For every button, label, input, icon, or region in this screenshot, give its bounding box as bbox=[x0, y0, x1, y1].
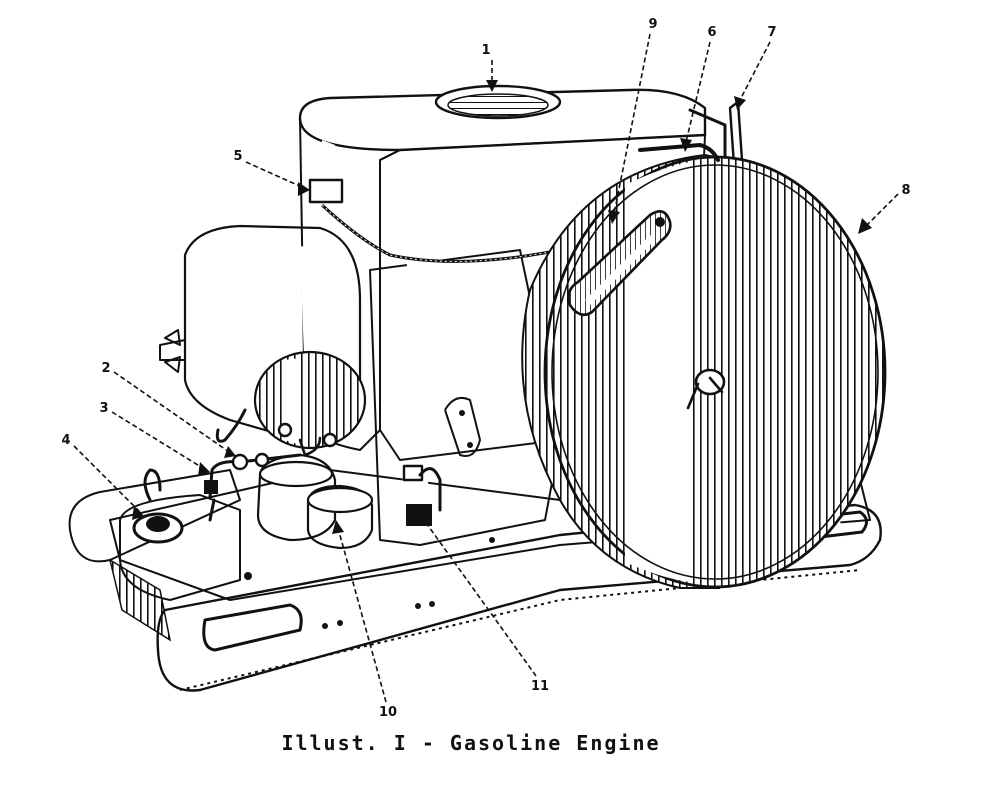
crank-handle bbox=[567, 210, 672, 317]
flywheel-key bbox=[686, 382, 700, 410]
fuel-line bbox=[143, 468, 162, 502]
fuel-cap-inner bbox=[146, 516, 170, 532]
base-left-shadow bbox=[108, 558, 172, 642]
callout-label-3: 3 bbox=[99, 401, 108, 416]
callout-label-4: 4 bbox=[61, 433, 70, 448]
rail-slot-left bbox=[202, 603, 303, 652]
callout-leader-7 bbox=[739, 41, 771, 101]
bolt-hole bbox=[322, 623, 328, 629]
callout-arrow-6 bbox=[680, 138, 692, 152]
magneto-housing bbox=[159, 224, 367, 450]
callout-label-11: 11 bbox=[531, 679, 549, 694]
callout-leader-8 bbox=[865, 193, 899, 227]
callout-leader-10 bbox=[337, 527, 387, 703]
housing-front-highlight bbox=[405, 156, 445, 452]
callout-label-10: 10 bbox=[379, 705, 397, 720]
flywheel-inner-ring bbox=[551, 164, 879, 580]
callout-arrow-7 bbox=[734, 96, 746, 110]
callout-label-7: 7 bbox=[767, 25, 776, 40]
callout-leader-9 bbox=[613, 33, 651, 215]
carburetor-assembly bbox=[204, 436, 374, 550]
callout-arrow-10 bbox=[332, 520, 344, 534]
inspection-plate bbox=[444, 397, 481, 457]
callout-leader-6 bbox=[685, 41, 711, 143]
magneto-highlight bbox=[300, 246, 328, 385]
callout-leader-5 bbox=[245, 161, 305, 189]
callout-arrow-4 bbox=[132, 506, 144, 520]
wing-nut bbox=[159, 329, 186, 373]
fuel-tank bbox=[119, 468, 241, 601]
callouts: 1 2 3 4 5 6 7 8 9 10 bbox=[61, 17, 910, 720]
callout-arrow-11 bbox=[418, 512, 430, 526]
callout-arrow-1 bbox=[486, 80, 498, 92]
oil-fitting-pipe bbox=[418, 467, 442, 512]
callout-leader-3 bbox=[111, 411, 207, 471]
callout-label-6: 6 bbox=[707, 25, 716, 40]
callout-label-5: 5 bbox=[233, 149, 242, 164]
governor-case-highlight bbox=[285, 358, 300, 445]
callout-leader-11 bbox=[423, 519, 537, 677]
air-cleaner-top bbox=[306, 486, 374, 514]
governor-rod bbox=[728, 100, 744, 167]
flywheel bbox=[521, 143, 887, 589]
fuel-tank-body bbox=[119, 494, 241, 601]
governor-bolt bbox=[322, 432, 338, 448]
callout-arrow-5 bbox=[298, 182, 310, 196]
callout-leader-4 bbox=[73, 445, 141, 513]
plate-bolt bbox=[467, 442, 473, 448]
governor-case bbox=[253, 350, 367, 450]
callout-label-8: 8 bbox=[901, 183, 910, 198]
callout-arrow-9 bbox=[608, 210, 620, 224]
drive-belt bbox=[638, 143, 720, 162]
flywheel-key bbox=[708, 376, 724, 394]
crank-handle-highlight bbox=[585, 235, 655, 305]
bolt-hole bbox=[415, 603, 421, 609]
callout-arrow-3 bbox=[198, 462, 210, 476]
carb-link bbox=[298, 436, 322, 457]
callout-label-9: 9 bbox=[648, 17, 657, 32]
fuel-pipe-branch bbox=[208, 498, 216, 522]
crankcase-body bbox=[369, 249, 561, 546]
bolt-hole bbox=[429, 601, 435, 607]
rear-left-rail bbox=[68, 469, 241, 563]
magneto-highlight bbox=[210, 236, 255, 400]
callout-label-2: 2 bbox=[101, 361, 110, 376]
figure-caption: Illust. I - Gasoline Engine bbox=[281, 731, 661, 755]
bolt-hole bbox=[337, 620, 343, 626]
flywheel-highlight bbox=[625, 162, 690, 582]
governor-bolt bbox=[277, 422, 293, 438]
fuel-valve bbox=[204, 480, 218, 494]
plate-bolt bbox=[459, 410, 465, 416]
magneto-lever bbox=[215, 408, 247, 443]
callout-arrow-8 bbox=[858, 218, 872, 234]
nameplate bbox=[308, 178, 344, 204]
bolt-hole bbox=[489, 537, 495, 543]
callout-label-1: 1 bbox=[481, 43, 490, 58]
carburetor-top bbox=[258, 460, 334, 488]
hopper-opening-inner bbox=[447, 93, 549, 117]
callout-arrow-2 bbox=[224, 446, 236, 458]
pipe-union bbox=[254, 452, 270, 468]
crank-handle-pin bbox=[655, 217, 665, 227]
bolt-hole bbox=[244, 572, 252, 580]
air-cleaner bbox=[306, 484, 374, 550]
pipe-union bbox=[231, 453, 249, 471]
